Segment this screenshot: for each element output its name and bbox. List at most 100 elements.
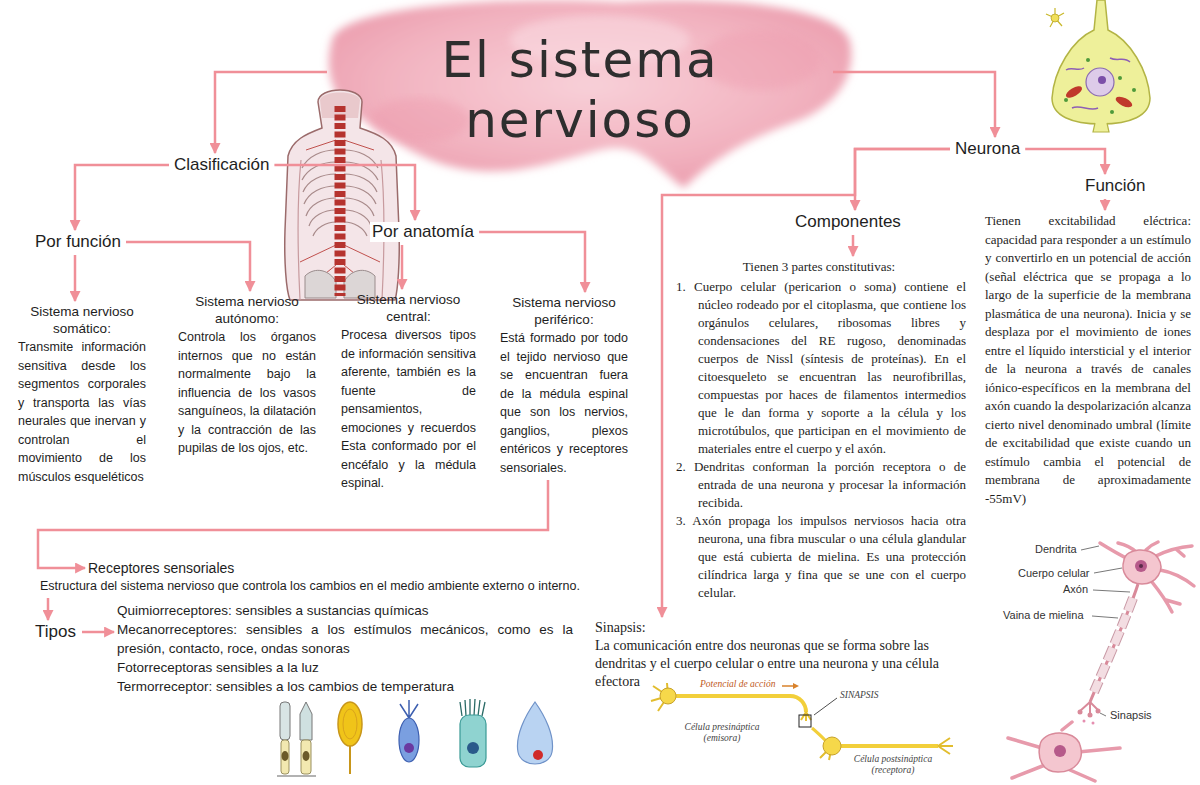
soma-illustration bbox=[1046, 0, 1150, 132]
figure-label: SINAPSIS bbox=[840, 690, 879, 701]
connector-arrow bbox=[215, 72, 327, 153]
neuron-illustration bbox=[1094, 598, 1133, 692]
connector-arrow bbox=[479, 232, 585, 292]
neuron-illustration bbox=[1092, 722, 1095, 725]
figure-label: Vaina de mielina bbox=[1003, 609, 1084, 622]
node-heading: Receptores sensoriales bbox=[88, 559, 234, 577]
node-heading: Por anatomía bbox=[370, 222, 476, 242]
watercolor-blob bbox=[329, 0, 851, 188]
type-list: Quimiorreceptores: sensibles a sustancia… bbox=[117, 601, 573, 696]
soma-illustration bbox=[1132, 88, 1136, 92]
node-heading: Tienen 3 partes constitutivas: bbox=[672, 258, 966, 276]
node-heading: Componentes bbox=[793, 212, 903, 232]
neuron-illustration bbox=[1088, 713, 1093, 718]
body-illustration bbox=[285, 90, 400, 300]
connector-arrow bbox=[38, 480, 548, 568]
node-heading: Por función bbox=[33, 232, 123, 252]
neuron-illustration bbox=[1039, 733, 1081, 772]
node-heading: Clasificación bbox=[172, 155, 271, 175]
branch-label: Clasificación bbox=[172, 155, 271, 175]
connector-arrow bbox=[82, 631, 114, 634]
neuron-illustration bbox=[1083, 720, 1086, 723]
watercolor-blob bbox=[329, 0, 851, 188]
body-illustration bbox=[285, 90, 400, 300]
soma-illustration bbox=[1064, 98, 1068, 102]
node-heading: Sistema nervioso somático: bbox=[18, 303, 146, 337]
receptor-icons bbox=[303, 751, 310, 761]
connector-arrow bbox=[126, 242, 250, 291]
connector-arrow bbox=[852, 235, 855, 256]
info-block: Sistema nervioso somático:Transmite info… bbox=[18, 303, 146, 486]
watercolor-blob bbox=[370, 98, 470, 142]
synapse-illustration bbox=[676, 696, 806, 712]
central-topic: El sistema nervioso bbox=[330, 30, 830, 150]
branch-label: Tipos bbox=[33, 622, 78, 642]
receptor-icons bbox=[280, 702, 290, 740]
receptor-icons bbox=[338, 702, 362, 746]
connector-arrow bbox=[1025, 149, 1105, 174]
info-block: Tienen excitabilidad eléctrica: capacida… bbox=[985, 212, 1191, 508]
soma-illustration bbox=[1093, 123, 1109, 132]
node-heading: Sinapsis: bbox=[595, 619, 963, 637]
branch-label: Función bbox=[1083, 176, 1147, 196]
soma-illustration bbox=[1066, 58, 1130, 109]
branch-label: Por función bbox=[33, 232, 123, 252]
soma-illustration bbox=[1110, 110, 1114, 114]
receptor-icons bbox=[533, 750, 543, 760]
node-text: La comunicación entre dos neuronas que s… bbox=[595, 637, 963, 691]
info-block: Sistema nervioso periférico:Está formado… bbox=[500, 294, 628, 477]
node-heading: Quimiorreceptores: sensibles a sustancia… bbox=[117, 601, 573, 620]
node-text: 2. Dendritas conforman la porción recept… bbox=[672, 458, 966, 512]
receptor-icons bbox=[349, 746, 351, 774]
node-text: Procesa diversos tipos de información se… bbox=[341, 326, 476, 493]
figure-label: Potencial de acción bbox=[700, 679, 775, 690]
connector-arrow bbox=[833, 72, 995, 137]
synapse-illustration bbox=[651, 683, 953, 760]
soma-illustration bbox=[1086, 58, 1090, 62]
node-text: Estructura del sistema nervioso que cont… bbox=[40, 577, 655, 595]
neuron-illustration bbox=[1123, 550, 1161, 584]
synapse-illustration bbox=[841, 744, 938, 748]
neuron-illustration bbox=[1054, 745, 1066, 757]
neuron-illustration bbox=[1008, 722, 1120, 781]
connector-arrow bbox=[1104, 199, 1107, 210]
connector-arrow bbox=[75, 165, 169, 230]
figure-label: Célula postsináptica (receptora) bbox=[850, 754, 936, 776]
connector-arrow bbox=[401, 245, 404, 289]
branch-label: Componentes bbox=[793, 212, 903, 232]
node-text: Está formado por todo el tejido nervioso… bbox=[500, 329, 628, 477]
figure-label: Célula presináptica (emisora) bbox=[682, 722, 762, 744]
soma-illustration bbox=[1046, 8, 1064, 27]
neuron-illustration bbox=[1080, 702, 1098, 714]
node-text: Termorreceptor: sensibles a los cambios … bbox=[117, 677, 573, 696]
receptor-icons bbox=[277, 699, 553, 776]
receptor-icons bbox=[343, 709, 357, 739]
node-heading: Tienen excitabilidad eléctrica: capacida… bbox=[985, 212, 1191, 508]
connector-arrow bbox=[47, 598, 50, 620]
synapse-illustration bbox=[823, 737, 841, 755]
info-block: Sistema nervioso autónomo:Controla los ó… bbox=[178, 293, 316, 458]
branch-label: Neurona bbox=[953, 139, 1022, 159]
neuron-illustration bbox=[1096, 709, 1101, 714]
node-heading: Sistema nervioso periférico: bbox=[500, 294, 628, 328]
node-text: 1. Cuerpo celular (pericarion o soma) co… bbox=[672, 278, 966, 458]
neuron-illustration bbox=[1090, 584, 1138, 702]
info-block: Sistema nervioso central:Procesa diverso… bbox=[341, 291, 476, 493]
node-text: Transmite información sensitiva desde lo… bbox=[18, 338, 146, 486]
info-block: Tienen 3 partes constitutivas: 1. Cuerpo … bbox=[672, 258, 966, 602]
soma-illustration bbox=[1098, 76, 1106, 84]
receptor-icons bbox=[460, 699, 485, 716]
synapse-illustration bbox=[660, 688, 676, 704]
info-block: Receptores sensorialesEstructura del sis… bbox=[40, 559, 655, 595]
receptor-icons bbox=[281, 740, 289, 774]
soma-illustration bbox=[1051, 14, 1059, 22]
node-heading: Función bbox=[1083, 176, 1147, 196]
connector-arrow bbox=[855, 149, 950, 210]
node-heading: Sistema nervioso autónomo: bbox=[178, 293, 316, 327]
neuron-illustration bbox=[1135, 560, 1147, 572]
receptor-icons bbox=[301, 740, 311, 774]
connector-arrow bbox=[274, 165, 415, 220]
body-illustration bbox=[335, 106, 346, 296]
soma-illustration bbox=[1114, 95, 1134, 110]
